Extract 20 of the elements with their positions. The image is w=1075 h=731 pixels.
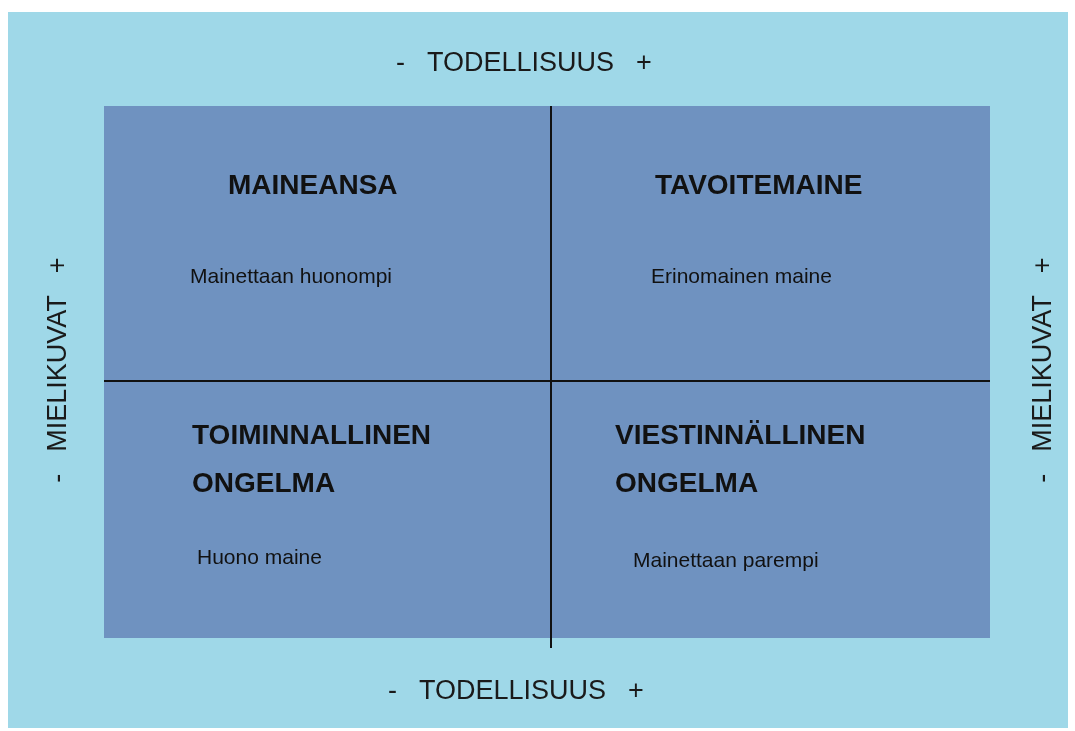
axis-label: TODELLISUUS xyxy=(427,46,615,79)
axis-label: + xyxy=(1025,257,1058,274)
axis-label: + xyxy=(628,674,644,707)
quadrant-text: Mainettaan huonompi xyxy=(190,263,392,289)
axis-label: - xyxy=(40,473,73,483)
quadrant-heading: TAVOITEMAINE xyxy=(655,168,864,202)
quadrant-text: Erinomainen maine xyxy=(651,263,832,289)
axis-label: - xyxy=(388,674,397,707)
axis-label: - xyxy=(1025,473,1058,483)
axis-label: MIELIKUVAT xyxy=(40,295,73,452)
quadrant-heading: VIESTINNÄLLINEN ONGELMA xyxy=(615,418,867,500)
axis-label: + xyxy=(636,46,652,79)
quadrant-text: Huono maine xyxy=(197,544,322,570)
quadrant-text: Mainettaan parempi xyxy=(633,547,819,573)
axis-label: MIELIKUVAT xyxy=(1025,295,1058,452)
axis-label: - xyxy=(396,46,405,79)
quadrant-heading: TOIMINNALLINEN ONGELMA xyxy=(192,418,433,500)
axis-label: + xyxy=(40,257,73,274)
axis-label: TODELLISUUS xyxy=(419,674,607,707)
quadrant-heading: MAINEANSA xyxy=(228,168,399,202)
